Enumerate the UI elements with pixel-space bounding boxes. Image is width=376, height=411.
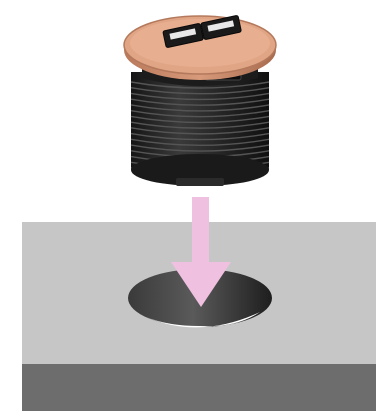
desk-edge	[22, 364, 376, 411]
charger-rib	[130, 121, 270, 129]
charger-rib	[130, 104, 270, 112]
charger-rib	[130, 132, 270, 141]
charger-rib	[130, 115, 270, 124]
charger-rib	[130, 98, 270, 106]
usb-port-right-icon	[200, 15, 242, 40]
charger-rib	[130, 127, 270, 135]
usb-charger	[123, 15, 277, 186]
charger-rib	[130, 144, 270, 152]
charger-rib	[130, 138, 270, 147]
charger-body	[130, 72, 270, 186]
charger-rib	[130, 109, 270, 118]
charger-rib	[130, 87, 270, 95]
down-arrow-icon	[171, 197, 231, 307]
charger-rib	[130, 81, 270, 89]
usb-port-left-icon	[162, 23, 204, 48]
charger-rib	[130, 92, 270, 101]
